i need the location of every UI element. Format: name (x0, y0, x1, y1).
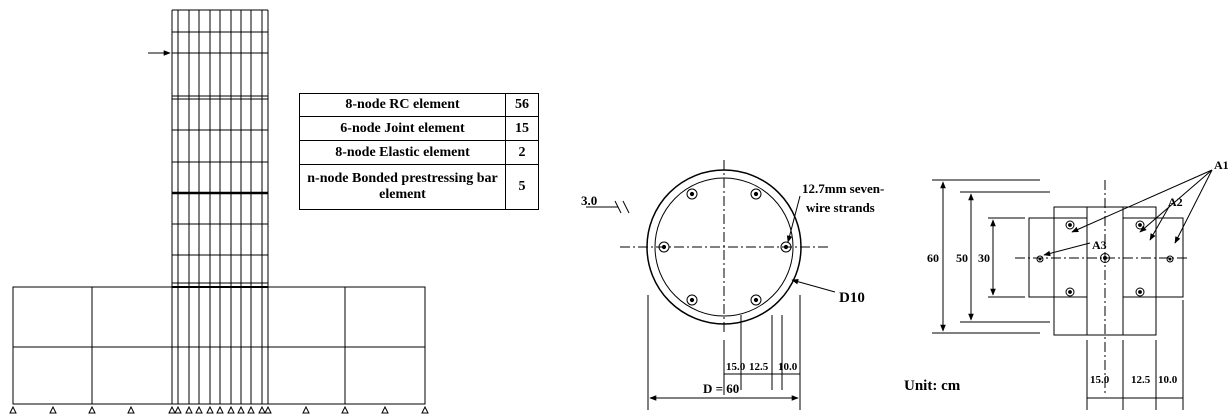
circular-section-labels: 3.0 12.7mm seven- wire strands D10 15.0 … (581, 181, 884, 396)
element-count: 15 (505, 116, 539, 141)
dim-50: 50 (956, 251, 968, 265)
dim-15: 15.0 (1090, 374, 1110, 386)
fe-mesh (12, 9, 426, 405)
element-count: 2 (505, 140, 539, 165)
table-row: n-node Bonded prestressing bar element 5 (299, 164, 539, 210)
strand-markers (658, 188, 792, 306)
footing-outline (12, 286, 426, 405)
element-type: n-node Bonded prestressing bar element (299, 164, 506, 210)
element-count: 56 (505, 93, 539, 117)
area-label-a1: A1 (1214, 158, 1229, 172)
unit-label: Unit: cm (904, 378, 961, 394)
dim-12-5: 12.5 (1131, 374, 1151, 386)
element-type: 8-node Elastic element (299, 140, 506, 165)
strand-label-line1: 12.7mm seven- (802, 181, 884, 196)
dim-30: 30 (978, 251, 990, 265)
element-count: 5 (505, 164, 539, 210)
strand-label-line2: wire strands (806, 200, 875, 215)
dim-12-5: 12.5 (749, 361, 769, 373)
column-mesh-lines (171, 10, 269, 404)
element-type: 6-node Joint element (299, 116, 506, 141)
dim-10: 10.0 (1158, 374, 1178, 386)
square-section (932, 169, 1213, 410)
diameter-label: D = 60 (703, 381, 739, 396)
element-count-table: 8-node RC element 56 6-node Joint elemen… (299, 93, 539, 210)
area-label-a3: A3 (1092, 238, 1107, 252)
area-label-a2: A2 (1168, 195, 1183, 209)
table-row: 6-node Joint element 15 (299, 116, 539, 141)
hoop-label: D10 (839, 290, 865, 306)
circular-section (586, 160, 836, 410)
dim-10: 10.0 (778, 361, 798, 373)
element-type: 8-node RC element (299, 93, 506, 117)
column-horizontal-lines (172, 9, 268, 288)
cover-label: 3.0 (581, 193, 597, 208)
table-row: 8-node Elastic element 2 (299, 140, 539, 165)
support-triangles (9, 405, 429, 414)
square-section-labels: A1 A2 A3 60 50 30 15.0 12.5 10.0 Unit: c… (904, 158, 1229, 394)
table-row: 8-node RC element 56 (299, 93, 539, 117)
dim-15: 15.0 (726, 361, 746, 373)
dim-60: 60 (927, 251, 939, 265)
